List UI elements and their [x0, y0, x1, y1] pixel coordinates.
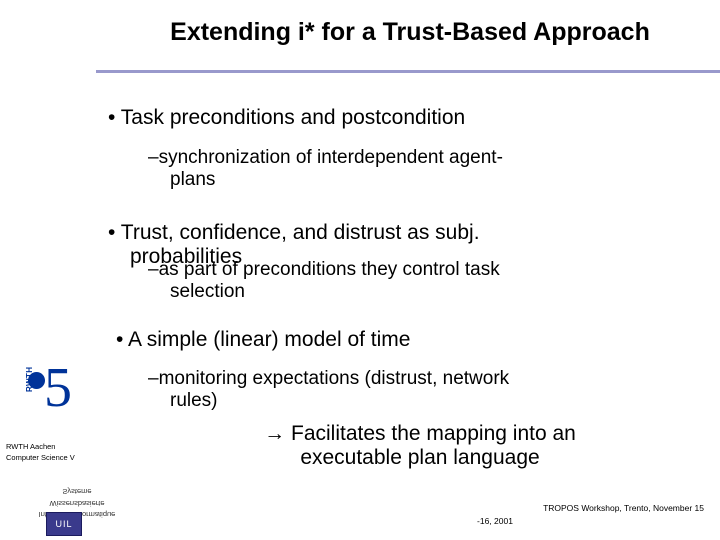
bullet-line-3a: • Trust, confidence, and distrust as sub…: [108, 221, 480, 244]
bullet-line-3: • Trust, confidence, and distrust as sub…: [108, 221, 648, 269]
slide-footer: TROPOS Workshop, Trento, November 15 -16…: [374, 502, 704, 528]
slide-title: Extending i* for a Trust-Based Approach: [170, 18, 650, 46]
bullet-line-4a: –as part of preconditions they control t…: [148, 259, 500, 280]
bullet-line-2: –synchronization of interdependent agent…: [148, 147, 648, 191]
bullet-line-4b: selection: [170, 281, 245, 302]
bullet-line-6b: rules): [170, 390, 218, 411]
bullet-line-5: • A simple (linear) model of time: [116, 328, 411, 351]
bullet-line-7: → Facilitates the mapping into an execut…: [160, 422, 680, 470]
footer-line2: -16, 2001: [477, 515, 513, 526]
bullet-line-2a: –synchronization of interdependent agent…: [148, 147, 503, 168]
footer-line1: TROPOS Workshop, Trento, November 15: [543, 503, 704, 513]
logo-caption: RWTH Aachen Computer Science V: [6, 442, 75, 464]
bullet-line-2b: plans: [170, 169, 216, 190]
bullet-line-7b: executable plan language: [300, 446, 540, 469]
bullet-line-1: • Task preconditions and postcondition: [108, 106, 466, 129]
logo-dot-icon: [28, 372, 45, 389]
logo-wordmark: RWTH: [25, 366, 34, 392]
title-divider: [96, 70, 720, 73]
bullet-line-3b: probabilities: [130, 245, 243, 268]
flipped-line3: Systeme: [62, 487, 92, 497]
bullet-line-6: –monitoring expectations (distrust, netw…: [148, 368, 678, 412]
flipped-line2: Wissensbasierte: [49, 498, 105, 508]
rwth-logo: 5 RWTH: [14, 360, 100, 424]
logo-caption-line2: Computer Science V: [6, 452, 75, 462]
bullet-line-7a: → Facilitates the mapping into an: [264, 422, 576, 445]
bullet-line-6a: –monitoring expectations (distrust, netw…: [148, 368, 510, 389]
uil-badge-text: UIL: [55, 519, 73, 529]
bullet-line-4: –as part of preconditions they control t…: [148, 259, 668, 303]
uil-badge-icon: UIL: [46, 512, 82, 536]
logo-caption-line1: RWTH Aachen: [6, 442, 56, 451]
logo-digit: 5: [44, 357, 72, 419]
